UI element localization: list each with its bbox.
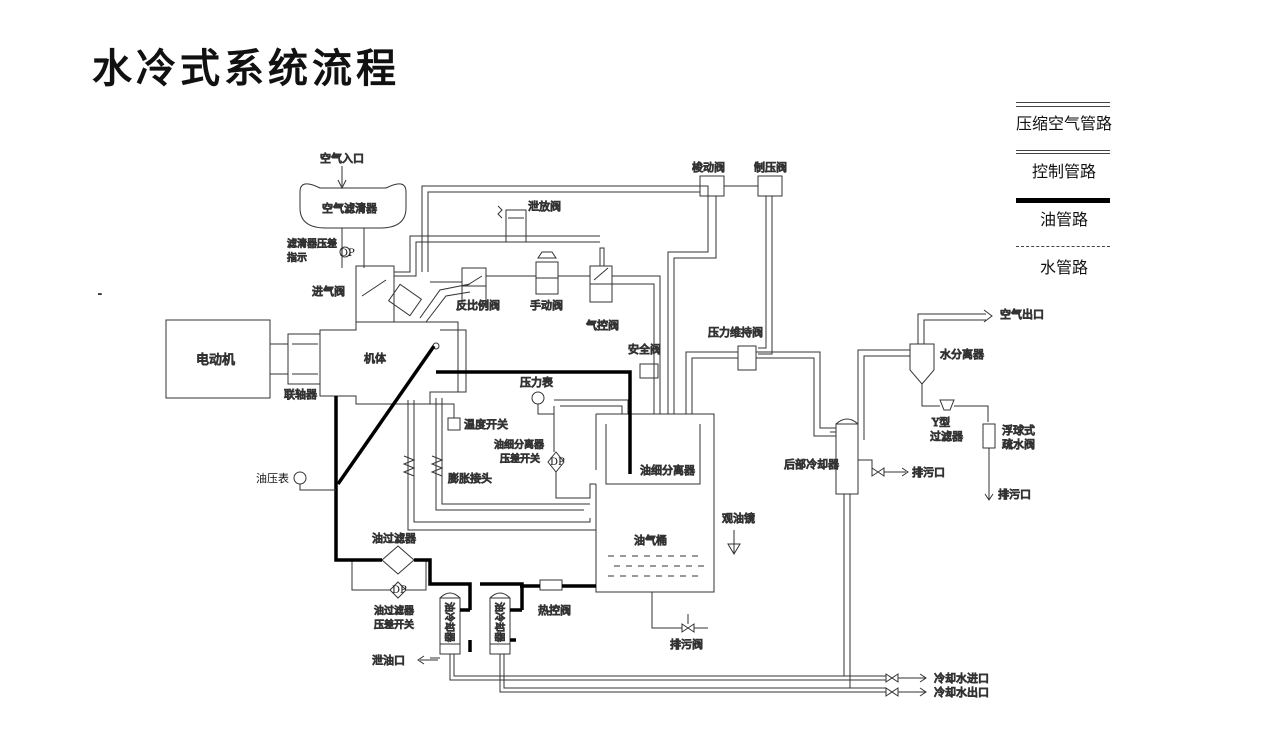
legend-item-water: 水管路: [1010, 242, 1110, 290]
oil-cooler-1-label: 油冷却器: [443, 602, 456, 642]
drain-valve-2: [681, 623, 695, 633]
body-label: 机体: [364, 351, 386, 365]
legend-item-oil: 油管路: [1010, 194, 1110, 242]
thermo-valve-label: 热控阀: [538, 603, 571, 617]
legend-label: 压缩空气管路: [1015, 114, 1112, 133]
pneumatic-valve: [589, 265, 613, 285]
legend-item-control: 控制管路: [1010, 146, 1110, 194]
expansion-joint-label: 膨胀接头: [448, 471, 492, 485]
expansion-joint-right: [430, 455, 444, 477]
float-drain-label-line1: 浮球式: [1002, 423, 1035, 437]
legend-label: 水管路: [1039, 258, 1088, 277]
shuttle-valve-label: 梭动阀: [692, 160, 725, 174]
filter-dp-badge: DP: [340, 248, 355, 259]
coupling: [287, 333, 321, 385]
intake-actuator: [387, 283, 423, 317]
manual-valve-label: 手动阀: [530, 298, 563, 312]
oil-cooler-2-label: 油冷却器: [493, 602, 506, 642]
drain-port-1-label: 排污口: [912, 465, 945, 479]
coupling-label: 联轴器: [284, 387, 317, 401]
oil-drain-arrow: [417, 655, 425, 665]
intake-valve: [355, 265, 395, 323]
oil-filter-dp-badge: DP: [392, 585, 407, 596]
separator-dp-badge: DP: [550, 457, 565, 468]
legend-label: 油管路: [1039, 210, 1088, 229]
air-inlet-label: 空气入口: [320, 151, 364, 165]
oil-filter-label: 油过滤器: [372, 531, 416, 545]
water-in-label: 冷却水进口: [934, 672, 989, 685]
separator-dp-label-line2: 压差开关: [500, 452, 540, 465]
oil-drain-label: 泄油口: [372, 653, 405, 667]
legend-item-compressed-air: 压缩空气管路: [1010, 98, 1112, 146]
oil-filter: [381, 545, 415, 575]
oil-tank: [595, 413, 715, 593]
after-cooler-label: 后部冷却器: [784, 457, 839, 471]
oil-filter-dp-label-line1: 油过滤器: [374, 604, 414, 617]
water-in-valve: [885, 673, 899, 683]
temp-switch-label: 温度开关: [464, 417, 508, 431]
drain-valve-label: 排污阀: [670, 637, 703, 651]
intake-valve-label: 进气阀: [312, 284, 345, 298]
legend-control-line-swatch: [1016, 150, 1110, 154]
oil-separator: [605, 424, 701, 485]
min-pressure-valve-label: 压力维持阀: [708, 325, 763, 339]
page-title: 水冷式系统流程: [92, 46, 400, 92]
air-filter: [299, 183, 407, 229]
air-filter-label: 空气滤清器: [322, 201, 377, 215]
water-out-label: 冷却水出口: [934, 685, 989, 699]
vent-valve: [505, 209, 527, 243]
stray-dash-mark: -: [98, 287, 102, 300]
temp-switch: [447, 417, 461, 431]
legend: 压缩空气管路 控制管路 油管路 水管路: [1010, 98, 1112, 290]
check-valve: [461, 267, 487, 287]
oil-separator-label: 油细分离器: [640, 463, 695, 477]
water-out-valve: [885, 687, 899, 697]
legend-double-line-swatch: [1016, 102, 1110, 107]
filter-dp-indicator: [339, 246, 351, 258]
legend-label: 控制管路: [1031, 162, 1096, 181]
pressure-limit-valve: [757, 175, 783, 197]
oil-filter-dp-switch: [389, 581, 407, 599]
check-valve-label: 反比例阀: [456, 298, 500, 312]
oil-lines: [334, 345, 632, 652]
pneumatic-valve-label: 气控阀: [586, 318, 619, 332]
air-outlet-arrow: [983, 309, 993, 323]
manual-valve: [535, 261, 559, 279]
vent-valve-label: 泄放阀: [528, 199, 561, 213]
pressure-gauge: [531, 391, 545, 405]
drain-valve-1: [871, 467, 885, 477]
oil-filter-dp-label-line2: 压差开关: [374, 618, 414, 631]
thermo-valve: [539, 579, 563, 591]
legend-thick-line-swatch: [1016, 198, 1110, 203]
min-pressure-valve: [737, 345, 757, 371]
float-drain: [982, 423, 996, 449]
expansion-joint-left: [402, 455, 416, 477]
y-filter-label-line2: 过滤器: [930, 430, 963, 443]
oil-pressure-gauge-label: 油压表: [256, 471, 289, 485]
legend-thin-line-swatch: [1016, 246, 1110, 247]
coupling-left: [269, 343, 289, 375]
safety-valve: [639, 363, 659, 379]
y-filter-label-line1: Y型: [931, 415, 950, 429]
sight-glass-label: 观油镜: [722, 511, 755, 525]
after-cooler: [835, 423, 859, 495]
air-inlet-arrow: [337, 166, 347, 190]
float-drain-label-line2: 疏水阀: [1002, 437, 1035, 451]
filter-dp-label-line1: 滤清器压差: [287, 237, 337, 250]
y-filter: [939, 399, 955, 411]
water-separator-label: 水分离器: [940, 347, 984, 361]
pressure-limit-valve-label: 制压阀: [754, 160, 787, 174]
water-separator: [909, 343, 935, 385]
safety-valve-label: 安全阀: [628, 342, 661, 356]
pressure-gauge-label: 压力表: [520, 375, 553, 389]
filter-dp-label-line2: 指示: [287, 251, 307, 264]
compressor-body: [319, 321, 459, 405]
drain-port-2-label: 排污口: [998, 487, 1031, 501]
air-outlet-label: 空气出口: [1000, 307, 1044, 321]
oil-pressure-gauge: [293, 471, 307, 485]
oil-tank-label: 油气桶: [634, 533, 667, 547]
motor-label: 电动机: [196, 353, 235, 368]
separator-dp-label-line1: 油细分离器: [494, 438, 544, 451]
